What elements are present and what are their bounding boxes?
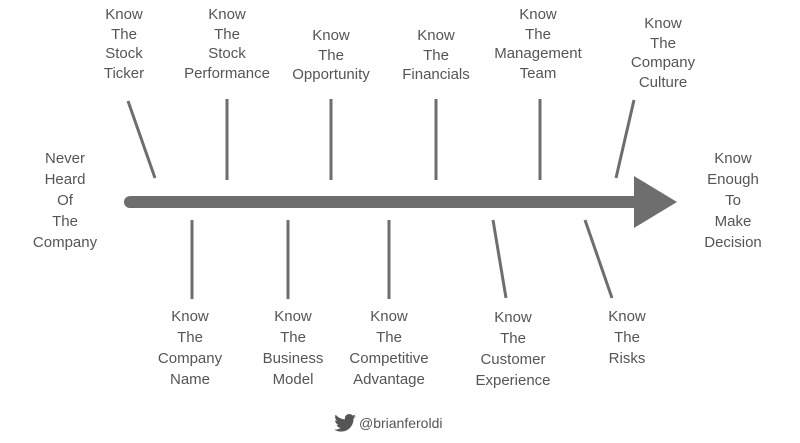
bottom-label-3: Know The Competitive Advantage xyxy=(349,308,429,388)
top-label-1: Know The Stock Ticker xyxy=(103,6,145,82)
top-bone-6 xyxy=(614,99,636,179)
bottom-label-4: Know The Customer Experience xyxy=(475,309,551,389)
author-credit: @brianferoldi xyxy=(334,414,442,432)
start-label: Never Heard Of The Company xyxy=(32,150,98,251)
top-bone-1 xyxy=(126,100,157,179)
twitter-bird-icon xyxy=(334,414,356,432)
bottom-label-1: Know The Company Name xyxy=(157,308,223,388)
spine-arrowhead xyxy=(634,176,677,228)
top-label-2: Know The Stock Performance xyxy=(184,6,270,82)
top-label-3: Know The Opportunity xyxy=(292,27,370,83)
author-handle: @brianferoldi xyxy=(359,415,443,431)
bottom-label-2: Know The Business Model xyxy=(262,308,324,388)
top-label-6: Know The Company Culture xyxy=(630,15,696,91)
top-label-5: Know The Management Team xyxy=(494,6,582,82)
top-label-4: Know The Financials xyxy=(402,27,470,83)
bottom-label-5: Know The Risks xyxy=(608,308,646,367)
end-label: Know Enough To Make Decision xyxy=(704,150,762,251)
bottom-bone-4 xyxy=(491,219,508,299)
bottom-bone-5 xyxy=(583,219,614,299)
